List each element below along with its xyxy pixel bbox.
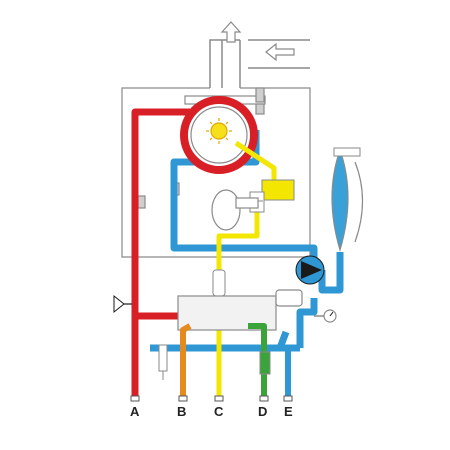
connection-label-c: C xyxy=(214,404,224,419)
domestic-hot-line xyxy=(180,323,192,396)
connection-label-e: E xyxy=(284,404,293,419)
fan xyxy=(211,189,259,231)
gas-filter xyxy=(212,269,226,297)
flue-duct xyxy=(209,39,310,88)
connection-taps xyxy=(130,395,293,402)
flue-exhaust-arrow-icon xyxy=(220,21,242,43)
connection-label-b: B xyxy=(177,404,186,419)
safety-valve xyxy=(113,294,132,314)
pressure-switch xyxy=(275,289,303,307)
pressure-gauge-icon xyxy=(314,309,337,323)
pump-icon xyxy=(295,255,325,285)
flow-sensor xyxy=(259,351,271,375)
expansion-vessel xyxy=(331,147,364,253)
air-intake-arrow-icon xyxy=(265,42,295,62)
drain-cock xyxy=(158,344,168,380)
connection-label-d: D xyxy=(258,404,267,419)
burner-flame-icon xyxy=(206,118,232,144)
connection-label-a: A xyxy=(130,404,140,419)
